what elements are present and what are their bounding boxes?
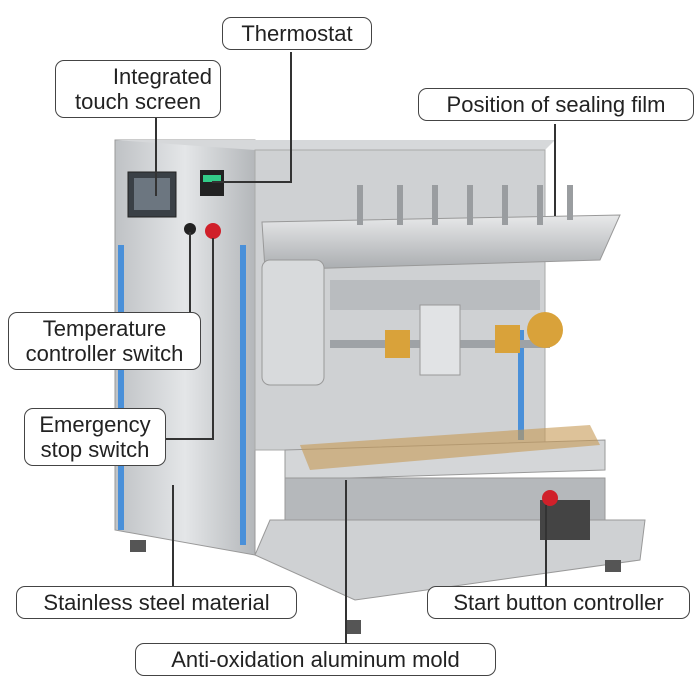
start-button [542, 490, 558, 506]
thermostat-unit [200, 170, 224, 196]
label-sealing-film: Position of sealing film [418, 88, 694, 121]
label-stainless-steel: Stainless steel material [16, 586, 297, 619]
label-thermostat: Thermostat [222, 17, 372, 50]
start-button-box [540, 500, 590, 540]
label-start-button: Start button controller [427, 586, 690, 619]
emergency-stop [205, 223, 221, 239]
temperature-switch [184, 223, 196, 235]
label-aluminum-mold: Anti-oxidation aluminum mold [135, 643, 496, 676]
